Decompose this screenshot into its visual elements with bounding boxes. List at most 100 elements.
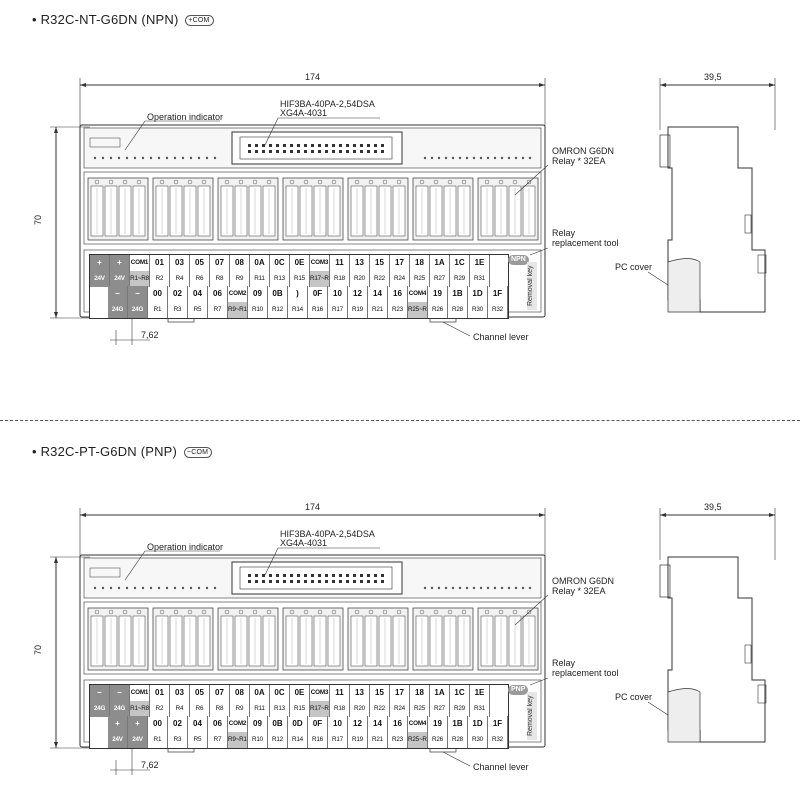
- terminal-relay: R30: [468, 732, 488, 748]
- terminal-relay: R4: [170, 701, 190, 717]
- terminal-number: 18: [410, 255, 430, 271]
- terminal-number: 10: [328, 286, 348, 302]
- relay-label: Relay * 32EA: [552, 586, 606, 596]
- terminal: −24G: [108, 286, 128, 318]
- terminal-relay: R19: [348, 302, 368, 318]
- terminal-number: 0A: [250, 685, 270, 701]
- terminal-number: 0C: [270, 685, 290, 701]
- terminal-relay: R14: [288, 302, 308, 318]
- terminal-relay: R23: [388, 302, 408, 318]
- replacement-tool-label: replacement tool: [552, 668, 619, 678]
- operation-indicator-label: Operation indicator: [147, 112, 224, 122]
- removal-key-label: Removal key: [527, 692, 537, 740]
- terminal-relay: 24G: [110, 701, 130, 717]
- terminal-number: +: [108, 716, 128, 732]
- terminal-number: 14: [368, 716, 388, 732]
- terminal-number: 16: [388, 286, 408, 302]
- connector-label: XG4A-4031: [280, 108, 328, 118]
- terminal-number: 13: [350, 255, 370, 271]
- terminal-number: 09: [248, 286, 268, 302]
- terminal-relay: R28: [448, 732, 468, 748]
- terminal-number: 14: [368, 286, 388, 302]
- relay-label: OMRON G6DN: [552, 576, 615, 586]
- terminal-number: COM2: [228, 286, 248, 302]
- terminal-relay: R6: [190, 271, 210, 287]
- terminal-relay: R6: [190, 701, 210, 717]
- terminal-relay: R5: [188, 302, 208, 318]
- terminal-relay: R25: [410, 271, 430, 287]
- terminal-relay: R23: [388, 732, 408, 748]
- terminal: +24V: [110, 255, 130, 287]
- terminal-relay: 24V: [110, 271, 130, 287]
- terminal-number: 09: [248, 716, 268, 732]
- terminal-relay: R13: [270, 271, 290, 287]
- mode-badge: NPN: [508, 255, 529, 265]
- terminal-relay: R26: [428, 732, 448, 748]
- terminal-number: 0B: [268, 716, 288, 732]
- terminal-number: 08: [230, 685, 250, 701]
- terminal-number: 02: [168, 716, 188, 732]
- terminal-number: 1A: [430, 255, 450, 271]
- connector-label: HIF3BA-40PA-2,54DSA: [280, 529, 375, 539]
- terminal-relay: R14: [288, 732, 308, 748]
- terminal-relay: R24: [390, 271, 410, 287]
- terminal-relay: R16: [308, 302, 328, 318]
- terminal-number: 07: [210, 685, 230, 701]
- terminal-relay: R17~R24: [310, 271, 330, 287]
- pitch-dimension: 7,62: [141, 330, 159, 340]
- terminal-number: 1D: [468, 716, 488, 732]
- terminal-relay: R20: [350, 701, 370, 717]
- terminal-number: 0B: [268, 286, 288, 302]
- terminal-relay: R18: [330, 701, 350, 717]
- terminal-number: 15: [370, 685, 390, 701]
- title-text: R32C-PT-G6DN (PNP): [40, 444, 178, 459]
- terminal-relay: R1~R8: [130, 701, 150, 717]
- section-divider: [0, 420, 800, 421]
- terminal-relay: R2: [150, 701, 170, 717]
- terminal-number: 0E: [290, 685, 310, 701]
- side-dimension: 39,5: [704, 72, 722, 82]
- terminal-number: COM1: [130, 255, 150, 271]
- terminal-relay: R18: [330, 271, 350, 287]
- terminal-number: 1C: [450, 685, 470, 701]
- terminal-relay: R27: [430, 701, 450, 717]
- terminal-number: 03: [170, 685, 190, 701]
- terminal-relay: R25~R32: [408, 302, 428, 318]
- terminal-number: 11: [330, 255, 350, 271]
- terminal-relay: R22: [370, 271, 390, 287]
- terminal-relay: R2: [150, 271, 170, 287]
- terminal: +24V: [108, 716, 128, 748]
- connector-label: HIF3BA-40PA-2,54DSA: [280, 99, 375, 109]
- terminal-relay: R3: [168, 732, 188, 748]
- terminal-relay: R10: [248, 732, 268, 748]
- relay-label: OMRON G6DN: [552, 146, 615, 156]
- terminal-number: −: [110, 685, 130, 701]
- technical-drawing: [50, 508, 776, 775]
- terminal-number: −: [128, 286, 148, 302]
- terminal: −24G: [110, 685, 130, 717]
- terminal-number: 08: [230, 255, 250, 271]
